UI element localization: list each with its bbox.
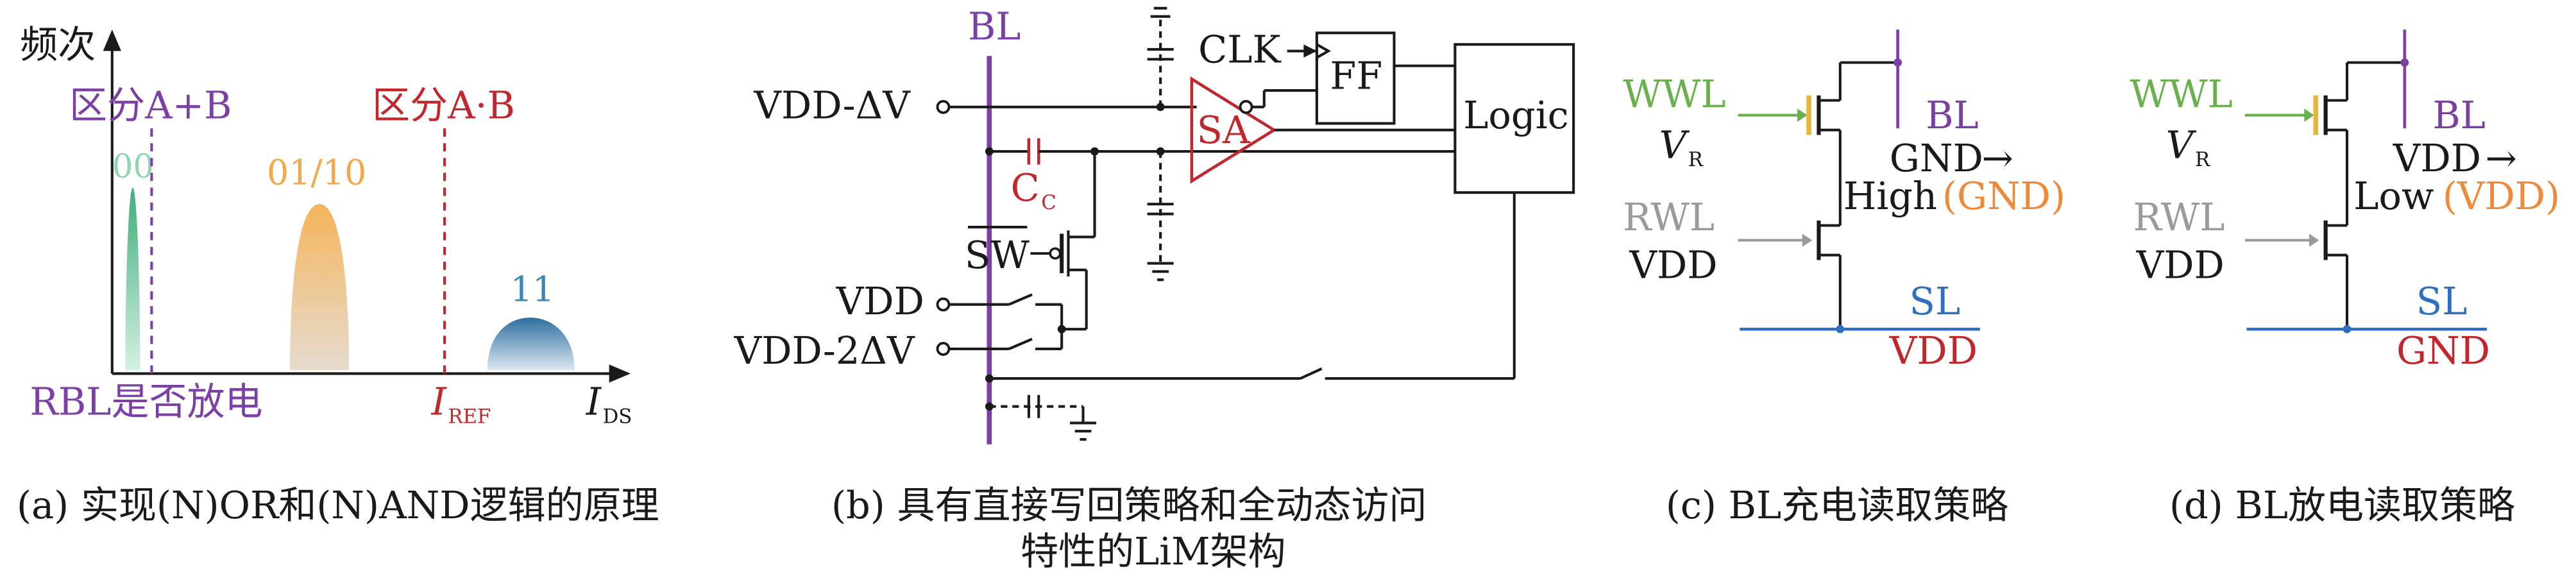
bl-state-arrow-c: → — [1981, 136, 2013, 180]
vdd-label: VDD — [836, 279, 924, 323]
wwl-label-d: WWL — [2130, 72, 2232, 116]
node-paren-d: (VDD) — [2443, 174, 2560, 218]
sa-output-bubble — [1239, 99, 1253, 114]
y-axis-label: 频次 — [20, 22, 96, 67]
sl-voltage-d: GND — [2396, 328, 2490, 373]
vdd-minus-2dv-label: VDD-2ΔV — [734, 328, 915, 373]
state-01-10-label: 01/10 — [267, 152, 366, 192]
state-00-label: 00 — [112, 148, 154, 186]
vdd-terminal — [936, 297, 951, 312]
node-paren-c: (GND) — [1942, 174, 2065, 218]
bl-label-d: BL — [2432, 93, 2486, 137]
node-state-c: High — [1843, 174, 1937, 218]
or-threshold-label: 区分A+B — [69, 83, 232, 128]
sw-label: SW — [965, 233, 1030, 277]
and-threshold-label: 区分A·B — [372, 83, 515, 128]
caption-a: (a) 实现(N)OR和(N)AND逻辑的原理 — [17, 483, 659, 527]
distribution-11 — [487, 318, 575, 371]
node-state-d: Low — [2353, 174, 2434, 218]
caption-b-line2: 特性的LiM架构 — [1021, 529, 1285, 573]
distribution-00 — [125, 187, 140, 371]
sl-label-c: SL — [1910, 279, 1961, 323]
ff-label: FF — [1330, 54, 1382, 98]
vdd-minus-dv-label: VDD-ΔV — [753, 83, 911, 128]
bl-label-c: BL — [1926, 93, 1979, 137]
distribution-01-10 — [289, 204, 350, 371]
caption-d: (d) BL放电读取策略 — [2169, 483, 2515, 527]
vdd-minus-2dv-terminal — [936, 342, 951, 356]
caption-b-line1: (b) 具有直接写回策略和全动态访问 — [831, 483, 1427, 527]
sa-label: SA — [1197, 108, 1251, 152]
logic-label: Logic — [1463, 93, 1568, 137]
rwl-label-d: RWL — [2133, 195, 2224, 239]
rbl-discharge-label: RBL是否放电 — [30, 380, 263, 424]
sense-amplifier — [1190, 76, 1277, 184]
rwl-voltage-d: VDD — [2136, 243, 2224, 287]
sl-voltage-c: VDD — [1889, 328, 1978, 373]
bl-state-d: VDD — [2393, 136, 2481, 180]
flip-flop-block — [1315, 31, 1396, 125]
clk-label: CLK — [1198, 27, 1281, 71]
rwl-voltage-c: VDD — [1629, 243, 1717, 287]
sl-label-d: SL — [2416, 279, 2468, 323]
bl-label: BL — [968, 4, 1021, 49]
x-axis-arrowhead — [609, 364, 631, 383]
rwl-label-c: RWL — [1623, 195, 1715, 239]
bl-state-c: GND — [1890, 136, 1983, 180]
wwl-label-c: WWL — [1623, 72, 1725, 116]
state-11-label: 11 — [511, 269, 555, 310]
vdd-minus-dv-terminal — [936, 99, 951, 114]
caption-c: (c) BL充电读取策略 — [1666, 483, 2008, 527]
y-axis-arrowhead — [103, 30, 121, 51]
bl-state-arrow-d: → — [2486, 136, 2517, 180]
